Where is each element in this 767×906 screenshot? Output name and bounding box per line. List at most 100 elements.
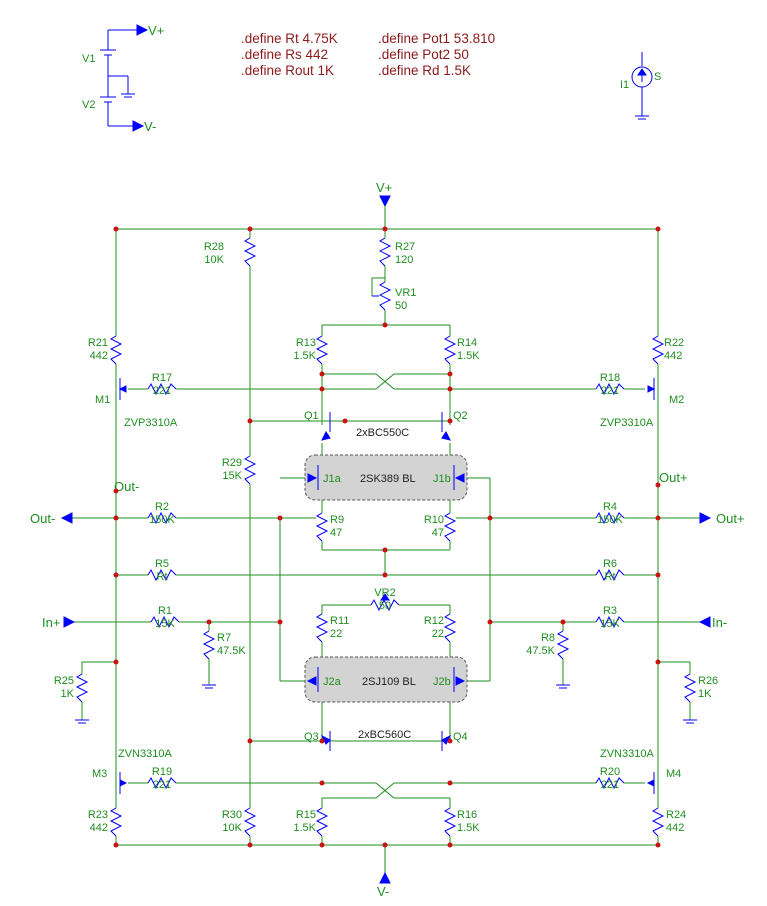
r14-zigzag [443,335,457,365]
r11-ref-label: R11 [330,615,349,627]
junction-dot [447,371,453,377]
r24-value-label: 442 [666,822,684,834]
r19-ref-label: R19 [152,766,172,778]
rail-vminus-arrow-icon [379,871,391,884]
rail-vplus-label: V+ [376,180,392,195]
r8-value-label: 47.5K [526,645,555,657]
j2b-label: J2b [433,676,451,688]
v2-label: V2 [82,99,95,111]
r16-ref-label: R16 [457,809,477,821]
r22-ref-label: R22 [664,337,684,349]
define-rt: .define Rt 4.75K [241,31,338,46]
q3-label: Q3 [304,731,319,743]
r20-zigzag [595,776,625,790]
r20-value-label: 221 [601,779,619,791]
m1-label: M1 [95,394,110,406]
q1-label: Q1 [304,410,319,422]
r4-value-label: 150K [597,514,623,526]
jfet-symbols [306,465,466,692]
r3-value-label: 15K [600,618,620,630]
r25-value-label: 1K [61,688,75,700]
r16-value-label: 1.5K [457,822,480,834]
r30-zigzag [243,807,257,837]
resistor-layer: R2810KR27120VR150R21442R22442R131.5KR141… [54,237,718,837]
junction-dot [655,482,661,488]
r11-zigzag [315,613,329,643]
junction-dot [113,226,119,232]
r7-zigzag [202,630,216,660]
junction-dot [447,842,453,848]
q34-part-label: 2xBC560C [358,729,411,741]
junction-dot [247,842,253,848]
r18-value-label: 221 [601,385,619,397]
vr2-ref-label: VR2 [374,587,395,599]
junction-dot [319,371,325,377]
r23-ref-label: R23 [88,809,108,821]
vr1-ref-label: VR1 [395,287,416,299]
junction-dot [113,515,119,521]
define-block: .define Rt 4.75K .define Rs 442 .define … [241,31,495,78]
out-plus-port-label: Out+ [716,511,745,526]
r18-ref-label: R18 [600,372,620,384]
junction-dot [342,418,348,424]
m2-part-label: ZVP3310A [600,417,654,429]
r1-zigzag [150,615,180,629]
r15-value-label: 1.5K [293,822,316,834]
in-plus-port-label: In+ [42,615,60,630]
j2-part-label: 2SJ109 BL [362,676,416,688]
define-rs: .define Rs 442 [241,47,328,62]
junction-dot [382,842,388,848]
m4-part-label: ZVN3310A [600,748,654,760]
r23-value-label: 442 [90,822,108,834]
r13-value-label: 1.5K [293,350,316,362]
r30-value-label: 10K [222,822,242,834]
rail-vplus-arrow-icon [379,195,391,208]
m3-part-label: ZVN3310A [118,748,172,760]
j1b-label: J1b [433,473,451,485]
r13-ref-label: R13 [296,337,316,349]
r15-zigzag [315,807,329,837]
r9-zigzag [315,512,329,542]
jfet-pair-j2 [304,656,468,703]
r29-ref-label: R29 [222,457,242,469]
r12-value-label: 22 [432,628,444,640]
r12-ref-label: R12 [424,615,444,627]
junction-dot [382,572,388,578]
junction-dot [113,659,119,665]
junction-layer [113,226,661,848]
junction-dot [277,515,283,521]
vr2-wiper-arrow-icon [380,593,390,601]
r5-ref-label: R5 [155,558,169,570]
junction-dot [319,780,325,786]
junction-dot [113,842,119,848]
q4-label: Q4 [453,731,468,743]
supply-vminus-label: V- [144,119,156,134]
define-rd: .define Rd 1.5K [378,63,471,78]
r26-zigzag [683,673,697,703]
junction-dot [447,738,453,744]
m2-label: M2 [669,394,684,406]
junction-dot [447,780,453,786]
junction-dot [447,386,453,392]
r18-zigzag [595,382,625,396]
junction-dot [655,659,661,665]
i1-pin-label: S [654,71,661,83]
r21-ref-label: R21 [88,337,108,349]
junction-dot [206,619,212,625]
v1-label: V1 [82,53,95,65]
junction-dot [655,842,661,848]
ground-symbols [75,684,697,724]
r2-ref-label: R2 [155,501,169,513]
